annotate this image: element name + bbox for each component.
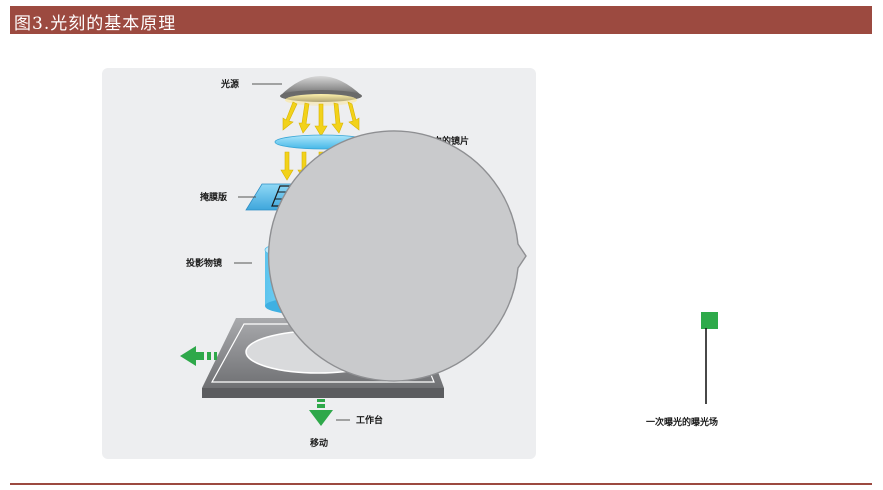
die-cell [540, 266, 557, 283]
die-cell [540, 312, 557, 329]
die-cell [632, 289, 649, 306]
die-cell [701, 197, 718, 214]
die-cell [540, 289, 557, 306]
die-cell [586, 266, 603, 283]
die-cell [586, 289, 603, 306]
die-cell [586, 312, 603, 329]
die-cell [632, 243, 649, 260]
die-cell [609, 335, 626, 352]
die-cell [540, 220, 557, 237]
die-cell [540, 243, 557, 260]
die-grid [540, 174, 741, 375]
die-cell [678, 266, 695, 283]
die-cell [655, 174, 672, 191]
die-cell [563, 335, 580, 352]
die-cell [678, 335, 695, 352]
page-title: 图3.光刻的基本原理 [14, 14, 177, 34]
die-cell [563, 197, 580, 214]
light-rays [282, 101, 360, 137]
bottom-rule [10, 483, 872, 485]
die-cell [632, 335, 649, 352]
die-cell [655, 266, 672, 283]
die-cell [586, 220, 603, 237]
move-arrow-down-icon [309, 399, 333, 426]
label-mask: 掩膜版 [200, 191, 227, 203]
die-cell [655, 289, 672, 306]
die-cell [609, 174, 626, 191]
die-cell [701, 243, 718, 260]
label-light-source: 光源 [220, 78, 239, 90]
die-cell [609, 358, 626, 375]
light-source-icon [280, 76, 362, 106]
zoomed-wafer [267, 130, 527, 382]
die-cell [586, 243, 603, 260]
die-cell [563, 243, 580, 260]
die-cell [724, 243, 741, 260]
die-cell [609, 312, 626, 329]
die-cell [609, 266, 626, 283]
die-cell [655, 197, 672, 214]
die-cell [701, 266, 718, 283]
die-cell [540, 197, 557, 214]
die-cell [655, 312, 672, 329]
die-cell [609, 243, 626, 260]
die-cell [701, 220, 718, 237]
die-cell [609, 220, 626, 237]
label-projection-lens: 投影物镜 [186, 257, 222, 269]
exposed-die [701, 312, 718, 329]
die-cell [563, 289, 580, 306]
label-exposure-field: 一次曝光的曝光场 [646, 416, 718, 428]
die-cell [632, 220, 649, 237]
die-cell [563, 220, 580, 237]
die-cell [724, 289, 741, 306]
die-cell [563, 312, 580, 329]
die-cell [655, 358, 672, 375]
die-cell [678, 289, 695, 306]
label-move: 移动 [310, 437, 328, 449]
die-cell [678, 174, 695, 191]
die-cell [655, 335, 672, 352]
die-cell [701, 289, 718, 306]
die-cell [655, 220, 672, 237]
die-cell [632, 197, 649, 214]
die-cell [678, 312, 695, 329]
die-cell [586, 174, 603, 191]
die-cell [586, 197, 603, 214]
die-cell [632, 174, 649, 191]
title-bar: 图3.光刻的基本原理 [10, 6, 872, 34]
die-cell [609, 197, 626, 214]
die-cell [586, 358, 603, 375]
die-cell [678, 220, 695, 237]
die-cell [563, 174, 580, 191]
die-cell [678, 243, 695, 260]
move-arrow-left-icon [180, 346, 217, 366]
die-cell [563, 266, 580, 283]
label-stage: 工作台 [356, 414, 383, 426]
die-cell [724, 266, 741, 283]
die-cell [632, 266, 649, 283]
die-cell [632, 312, 649, 329]
die-cell [655, 243, 672, 260]
die-cell [609, 289, 626, 306]
die-cell [678, 197, 695, 214]
die-cell [586, 335, 603, 352]
die-cell [632, 358, 649, 375]
